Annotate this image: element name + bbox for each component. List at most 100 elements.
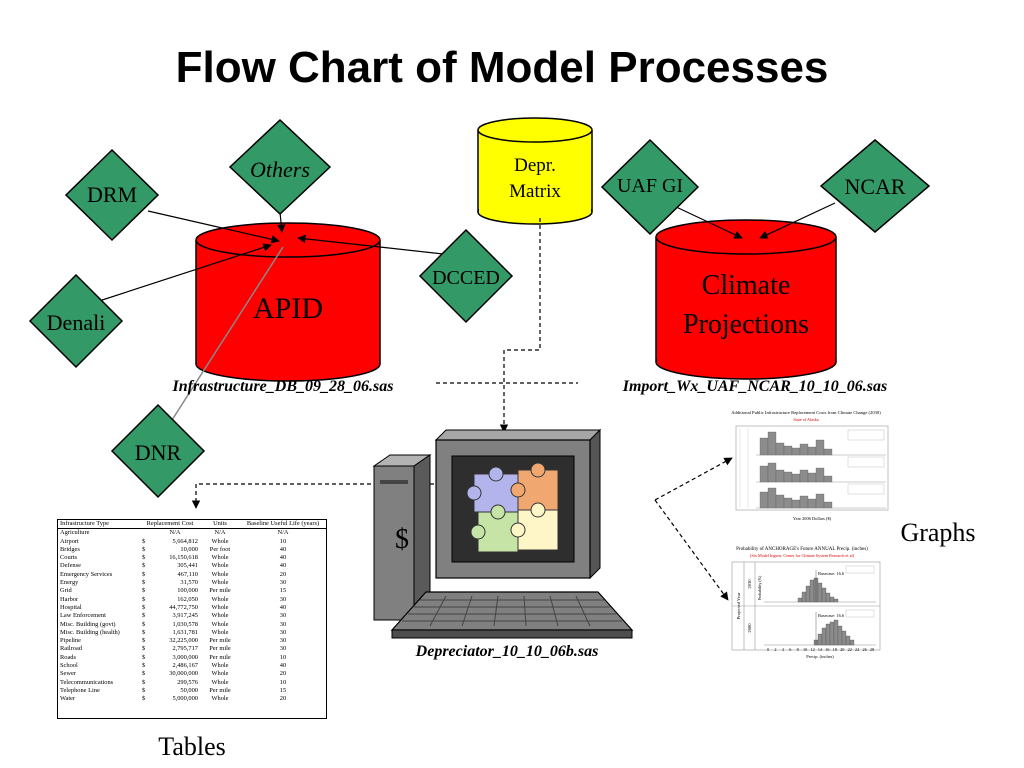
climate-label-line2: Projections (683, 309, 809, 340)
dcced-label: DCCED (432, 267, 500, 289)
graph2-tick-label: 16 (825, 647, 829, 652)
graph1-subtitle: State of Alaska (793, 417, 818, 422)
table-cell-currency: $ (142, 662, 146, 670)
table-cell-type: Pipeline (60, 637, 81, 645)
depr-label-line1: Depr. (514, 155, 556, 176)
table-cell-cost: 44,772,750 (169, 603, 198, 611)
table-cell-life: 30 (279, 612, 287, 620)
table-cell-currency: $ (142, 645, 146, 653)
table-cell-life: 30 (279, 579, 287, 587)
table-cell-currency: $ (142, 620, 146, 628)
graph-thumbnail-2: Probability of ANCHORAGE's Future ANNUAL… (731, 547, 881, 659)
table-cell-type: Energy (60, 579, 79, 587)
table-cell-life: 20 (279, 695, 287, 703)
table-cell-cost: 100,000 (177, 587, 198, 595)
table-cell-units: Whole (211, 670, 229, 678)
apid-database: APID (195, 222, 381, 382)
table-cell-units: Whole (211, 695, 229, 703)
depr-label-line2: Matrix (509, 181, 561, 202)
table-cell-type: Sewer (60, 670, 76, 678)
table-cell-life: 15 (279, 587, 287, 595)
table-cell-cost: 50,000 (180, 686, 198, 694)
import-script-label: Import_Wx_UAF_NCAR_10_10_06.sas (622, 378, 888, 395)
table-cell-type: Defense (60, 562, 81, 570)
others-diamond: Others (228, 118, 332, 216)
table-cell-life: 20 (279, 570, 287, 578)
table-cell-type: Grid (60, 587, 72, 595)
ncar-diamond: NCAR (819, 139, 931, 233)
table-cell-cost: 162,050 (177, 595, 198, 603)
table-cell-life: 30 (279, 595, 287, 603)
table-cell-life: 40 (279, 603, 287, 611)
table-cell-cost: N/A (169, 529, 181, 537)
table-cell-units: Whole (211, 628, 229, 636)
graph1-xlabel: Year 2006 Dollars ($) (793, 516, 832, 521)
dollar-symbol: $ (395, 524, 409, 555)
apid-label: APID (253, 292, 323, 325)
graph2-ylabel: Probability (%) (757, 575, 762, 600)
graph-thumbnail-1: Additional Public Infrastructure Replace… (731, 410, 889, 521)
table-cell-units: Whole (211, 554, 229, 562)
table-cell-currency: $ (142, 554, 146, 562)
drm-diamond: DRM (64, 148, 160, 242)
table-cell-cost: 32,225,000 (169, 637, 198, 645)
table-cell-units: N/A (214, 529, 226, 537)
graph2-side-label: Projected Year (736, 592, 741, 619)
graph2-year-2080: 2080 (747, 623, 752, 633)
table-cell-units: Per mile (209, 653, 231, 661)
table-cell-life: N/A (277, 529, 289, 537)
table-cell-units: Whole (211, 603, 229, 611)
others-label: Others (250, 157, 310, 182)
table-cell-cost: 5,664,812 (172, 537, 198, 545)
table-cell-life: 30 (279, 628, 287, 636)
depreciator-script-label: Depreciator_10_10_06b.sas (415, 643, 599, 660)
table-cell-currency: $ (142, 628, 146, 636)
infrastructure-script-label: Infrastructure_DB_09_28_06.sas (172, 378, 394, 395)
graph2-tick-label: 26 (863, 647, 867, 652)
infrastructure-table: Infrastructure Type Replacement Cost Uni… (57, 519, 327, 719)
graph2-tick-label: 6 (789, 647, 791, 652)
table-cell-currency: $ (142, 579, 146, 587)
dcced-diamond: DCCED (418, 228, 514, 324)
graph2-tick-label: 20 (840, 647, 844, 652)
table-cell-currency: $ (142, 570, 146, 578)
table-cell-cost: 1,631,781 (172, 628, 198, 636)
table-cell-cost: 10,000 (180, 545, 198, 553)
table-cell-type: Harbor (60, 595, 79, 603)
puzzle-icon (466, 462, 559, 553)
table-cell-cost: 467,110 (177, 570, 198, 578)
table-cell-cost: 299,576 (177, 678, 198, 686)
graph2-tick-label: 10 (803, 647, 807, 652)
table-header-life: Baseline Useful Life (years) (240, 520, 326, 530)
table-cell-type: Courts (60, 554, 78, 562)
table-cell-currency: $ (142, 686, 146, 694)
table-cell-units: Per mile (209, 645, 231, 653)
graph2-tick-label: 8 (797, 647, 799, 652)
table-cell-life: 10 (279, 678, 287, 686)
table-cell-cost: 2,486,167 (172, 662, 198, 670)
table-cell-life: 30 (279, 637, 287, 645)
table-cell-life: 20 (279, 670, 287, 678)
graph2-year-2030: 2030 (747, 579, 752, 589)
table-cell-cost: 3,917,245 (172, 612, 198, 620)
table-cell-units: Whole (211, 579, 229, 587)
table-cell-life: 10 (279, 653, 287, 661)
table-cell-cost: 3,000,000 (172, 653, 198, 661)
table-cell-units: Per mile (209, 637, 231, 645)
computer-illustration: $ (372, 428, 634, 639)
table-cell-life: 40 (279, 554, 287, 562)
graph2-xlabel: Precip. (inches) (806, 654, 834, 659)
table-cell-currency: $ (142, 653, 146, 661)
